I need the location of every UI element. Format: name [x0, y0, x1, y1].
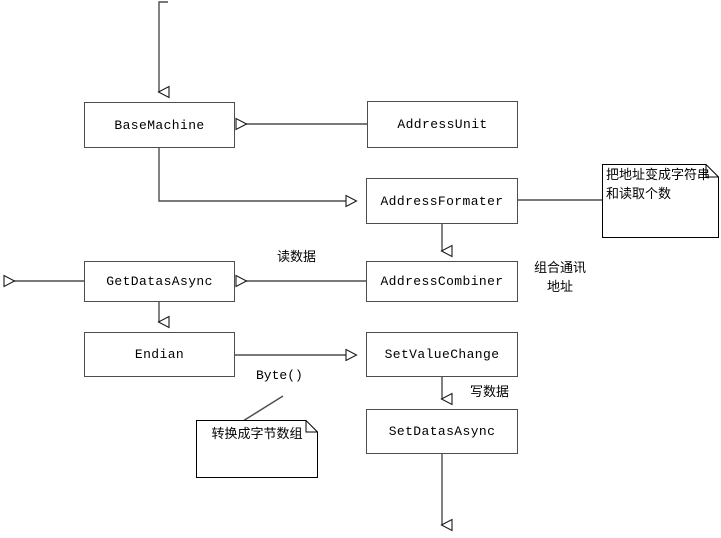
edge-label-combine-address: 组合通讯地址 — [533, 261, 586, 295]
node-label: AddressCombiner — [380, 274, 504, 289]
note-text: 转换成字节数组 — [211, 427, 303, 442]
node-address-unit[interactable]: AddressUnit — [367, 101, 518, 148]
node-label: SetDatasAsync — [388, 424, 496, 439]
node-get-datas-async[interactable]: GetDatasAsync — [84, 261, 235, 302]
edge-label-read-data: 读数据 — [277, 250, 317, 265]
node-set-value-change[interactable]: SetValueChange — [366, 332, 518, 377]
note-text: 把地址变成字符串和读取个数 — [606, 168, 711, 202]
node-set-datas-async[interactable]: SetDatasAsync — [366, 409, 518, 454]
edge-entry-to-base-machine — [157, 1, 170, 99]
note-shape — [196, 420, 318, 478]
node-label: SetValueChange — [384, 347, 500, 362]
node-label: AddressFormater — [380, 193, 504, 209]
node-base-machine[interactable]: BaseMachine — [84, 102, 235, 148]
node-address-formater[interactable]: AddressFormater — [366, 178, 518, 224]
note-shape — [602, 164, 719, 238]
node-address-combiner[interactable]: AddressCombiner — [366, 261, 518, 302]
edge-label-write-data: 写数据 — [470, 385, 510, 400]
node-label: BaseMachine — [114, 117, 205, 133]
note-address-format[interactable]: 把地址变成字符串和读取个数 — [602, 164, 719, 238]
edge-note-byte-array-leader — [242, 395, 284, 422]
node-label: Endian — [134, 347, 185, 362]
edge-base-machine-to-address-formater — [158, 148, 358, 208]
edge-label-byte-array: Byte() — [256, 368, 303, 383]
note-byte-array[interactable]: 转换成字节数组 — [196, 420, 318, 478]
node-endian[interactable]: Endian — [84, 332, 235, 377]
node-label: AddressUnit — [397, 117, 488, 132]
node-label: GetDatasAsync — [106, 274, 213, 289]
